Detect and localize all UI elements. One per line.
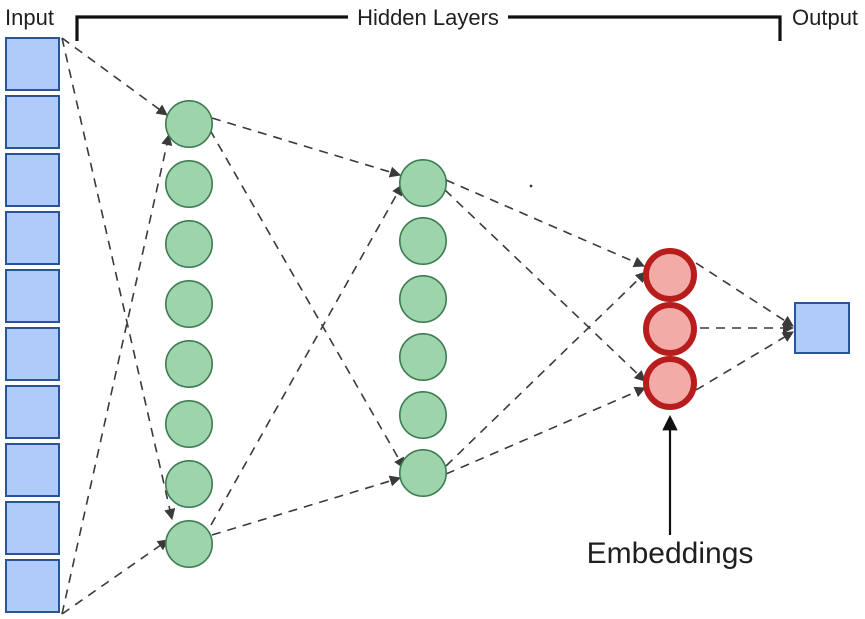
node-input-3 (5, 153, 60, 207)
edge-emb-bottom-to-output (695, 331, 794, 391)
node-input-7 (5, 385, 60, 439)
edge-input-top-to-hidden1-bottom (61, 37, 176, 521)
node-embeddings-1 (643, 248, 697, 302)
node-hidden-1-6 (165, 399, 214, 448)
edge-input-bottom-to-hidden1-bottom (61, 539, 169, 615)
node-hidden-1-8 (165, 519, 214, 568)
stray-dot-mark (529, 184, 533, 188)
edge-hidden1-bottom-to-hidden2-bottom (211, 475, 402, 536)
node-hidden-1-5 (165, 339, 214, 388)
node-hidden-2-2 (398, 217, 447, 266)
node-input-1 (5, 37, 60, 91)
node-input-10 (5, 559, 60, 613)
edge-hidden2-bottom-to-emb-top (445, 271, 647, 467)
node-input-2 (5, 95, 60, 149)
edge-hidden2-bottom-to-emb-bottom (445, 386, 647, 475)
node-input-8 (5, 443, 60, 497)
node-input-9 (5, 501, 60, 555)
output-label: Output (792, 5, 858, 30)
edge-input-bottom-to-hidden1-top (61, 133, 173, 615)
node-embeddings-2 (643, 302, 697, 356)
input-label: Input (5, 5, 54, 30)
hidden-layers-bracket (75, 15, 782, 41)
node-input-5 (5, 269, 60, 323)
edge-hidden1-top-to-hidden2-top (211, 117, 402, 178)
node-hidden-2-3 (398, 274, 447, 323)
layer-nodes (5, 37, 850, 613)
connection-edges (61, 37, 795, 615)
node-hidden-2-1 (398, 159, 447, 208)
edge-input-top-to-hidden1-top (61, 37, 168, 116)
node-output-1 (794, 302, 850, 354)
node-hidden-1-2 (165, 160, 214, 209)
node-hidden-1-4 (165, 279, 214, 328)
node-hidden-1-3 (165, 220, 214, 269)
embeddings-label: Embeddings (587, 537, 754, 570)
node-input-6 (5, 327, 60, 381)
edge-hidden2-top-to-emb-bottom (444, 189, 646, 382)
node-hidden-2-4 (398, 332, 447, 381)
hidden-layers-label: Hidden Layers (357, 5, 499, 30)
edge-hidden1-top-to-hidden2-bottom (209, 129, 405, 469)
edge-emb-top-to-output (695, 262, 794, 327)
node-embeddings-3 (643, 356, 697, 410)
node-input-4 (5, 211, 60, 265)
edge-hidden1-bottom-to-hidden2-top (210, 184, 403, 526)
stray-dot-icon (529, 184, 533, 188)
node-hidden-2-6 (398, 448, 447, 497)
edge-hidden2-top-to-emb-top (445, 179, 646, 268)
node-hidden-2-5 (398, 390, 447, 439)
bracket-right-drop (508, 15, 782, 41)
bracket-left-drop (75, 15, 348, 41)
node-hidden-1-1 (165, 100, 214, 149)
node-hidden-1-7 (165, 459, 214, 508)
